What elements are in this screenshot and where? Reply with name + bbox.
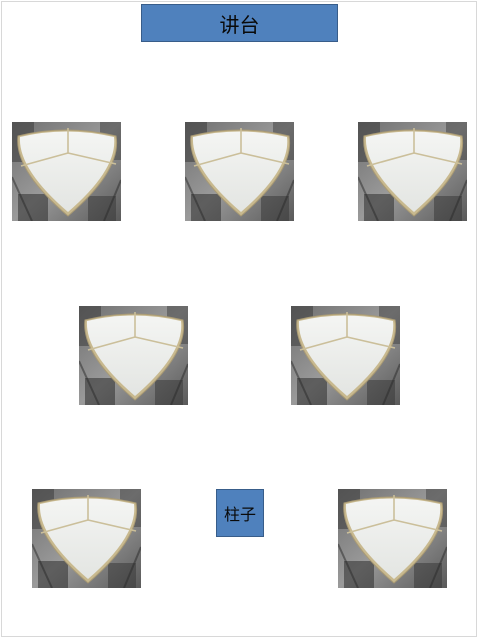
tri-table-icon xyxy=(338,489,447,588)
tri-table-icon xyxy=(358,122,467,221)
table-5 xyxy=(291,306,400,405)
tri-table-icon xyxy=(32,489,141,588)
podium: 讲台 xyxy=(141,4,338,42)
table-7 xyxy=(338,489,447,588)
table-3 xyxy=(358,122,467,221)
table-2 xyxy=(185,122,294,221)
podium-label: 讲台 xyxy=(219,12,260,37)
tri-table-icon xyxy=(12,122,121,221)
tri-table-icon xyxy=(291,306,400,405)
tri-table-icon xyxy=(79,306,188,405)
table-4 xyxy=(79,306,188,405)
tri-table-icon xyxy=(185,122,294,221)
table-6 xyxy=(32,489,141,588)
pillar: 柱子 xyxy=(216,489,264,537)
pillar-label: 柱子 xyxy=(223,505,256,524)
table-1 xyxy=(12,122,121,221)
